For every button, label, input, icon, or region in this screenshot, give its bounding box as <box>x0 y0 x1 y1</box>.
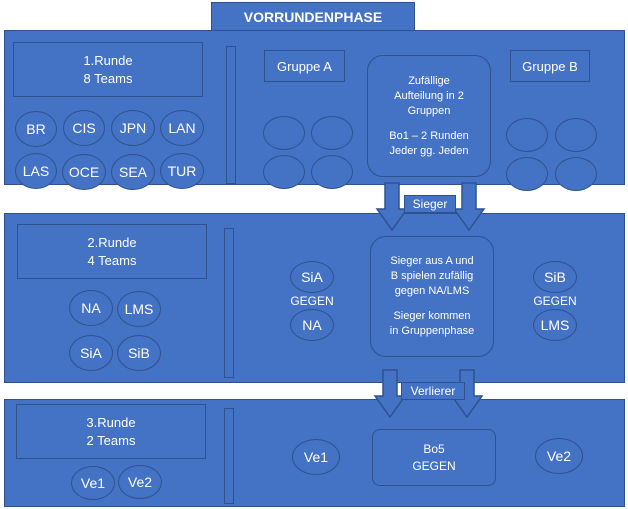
team-circle-las: LAS <box>15 153 57 189</box>
title-bar: VORRUNDENPHASE <box>211 2 415 32</box>
round1-info-line1: Zufällige <box>408 74 450 87</box>
round2-info-line2: B spielen zufällig <box>390 270 474 282</box>
round1-info-line2: Aufteilung in 2 <box>394 89 464 102</box>
group-a-label: Gruppe A <box>277 58 332 74</box>
matchup-left-top: SiA <box>290 261 334 293</box>
round2-info-line1: Sieger aus A und <box>390 255 474 267</box>
round3-label-box: 3.Runde 2 Teams <box>16 404 206 459</box>
matchup-left-bottom: NA <box>290 309 334 341</box>
down-arrow-sieger-left <box>375 182 409 232</box>
down-arrow-sieger-right <box>452 182 486 232</box>
group-a-slot-4 <box>311 155 353 189</box>
round2-info-box: Sieger aus A und B spielen zufällig gege… <box>370 236 494 357</box>
sieger-label: Sieger <box>404 195 456 213</box>
team-circle-ve1: Ve1 <box>71 466 115 500</box>
team-circle-sea: SEA <box>111 154 155 190</box>
group-a-slot-2 <box>311 116 353 150</box>
team-circle-na: NA <box>69 290 113 326</box>
round3-label-line1: 3.Runde <box>86 414 136 430</box>
team-circle-lan: LAN <box>160 110 204 146</box>
team-circle-oce: OCE <box>62 154 106 190</box>
page-title: VORRUNDENPHASE <box>243 9 383 25</box>
group-a-slot-3 <box>263 155 305 189</box>
round2-info-line5: in Gruppenphase <box>389 325 475 337</box>
round2-label-box: 2.Runde 4 Teams <box>17 224 207 279</box>
group-b-slot-1 <box>506 118 548 152</box>
team-circle-br: BR <box>15 111 57 147</box>
matchup-right-top: SiB <box>533 261 577 293</box>
round3-info-line1: Bo5 <box>423 441 445 456</box>
group-b-label: Gruppe B <box>522 58 578 74</box>
round2-info-line4: Sieger kommen <box>393 310 471 322</box>
group-a-slot-1 <box>263 116 305 150</box>
round3-label-line2: 2 Teams <box>86 432 136 448</box>
round1-label-box: 1.Runde 8 Teams <box>13 42 203 97</box>
round1-info-line3: Gruppen <box>407 104 451 117</box>
round3-info-box: Bo5 GEGEN <box>372 429 496 486</box>
team-circle-sib: SiB <box>117 335 161 371</box>
round2-label-line2: 4 Teams <box>87 252 137 268</box>
team-circle-tur: TUR <box>160 153 204 189</box>
final-right-team: Ve2 <box>535 438 583 474</box>
round2-info-line3: gegen NA/LMS <box>394 285 470 297</box>
team-circle-ve2: Ve2 <box>118 465 162 499</box>
round1-label-line2: 8 Teams <box>83 70 133 86</box>
round1-info-box: Zufällige Aufteilung in 2 Gruppen Bo1 – … <box>367 55 491 177</box>
round1-info-line4: Bo1 – 2 Runden <box>389 129 469 142</box>
matchup-right-vs: GEGEN <box>533 294 577 308</box>
team-circle-lms: LMS <box>117 291 161 327</box>
down-arrow-verlierer-left <box>373 369 407 419</box>
team-circle-cis: CIS <box>63 110 105 146</box>
round2-divider <box>224 228 234 378</box>
team-circle-sia: SiA <box>69 335 113 371</box>
round1-info-line5: Jeder gg. Jeden <box>389 144 469 157</box>
team-circle-jpn: JPN <box>111 110 155 146</box>
matchup-left-vs: GEGEN <box>290 294 334 308</box>
round3-info-line2: GEGEN <box>412 458 456 473</box>
group-b-slot-4 <box>555 157 597 191</box>
group-b-box: Gruppe B <box>510 50 590 82</box>
round3-divider <box>224 408 234 504</box>
verlierer-label: Verlierer <box>401 382 465 400</box>
round1-divider <box>226 46 236 184</box>
group-b-slot-2 <box>555 118 597 152</box>
round2-label-line1: 2.Runde <box>87 234 137 250</box>
group-a-box: Gruppe A <box>264 50 345 82</box>
group-b-slot-3 <box>506 157 548 191</box>
final-left-team: Ve1 <box>292 439 340 475</box>
matchup-right-bottom: LMS <box>533 309 577 341</box>
round1-label-line1: 1.Runde <box>83 52 133 68</box>
